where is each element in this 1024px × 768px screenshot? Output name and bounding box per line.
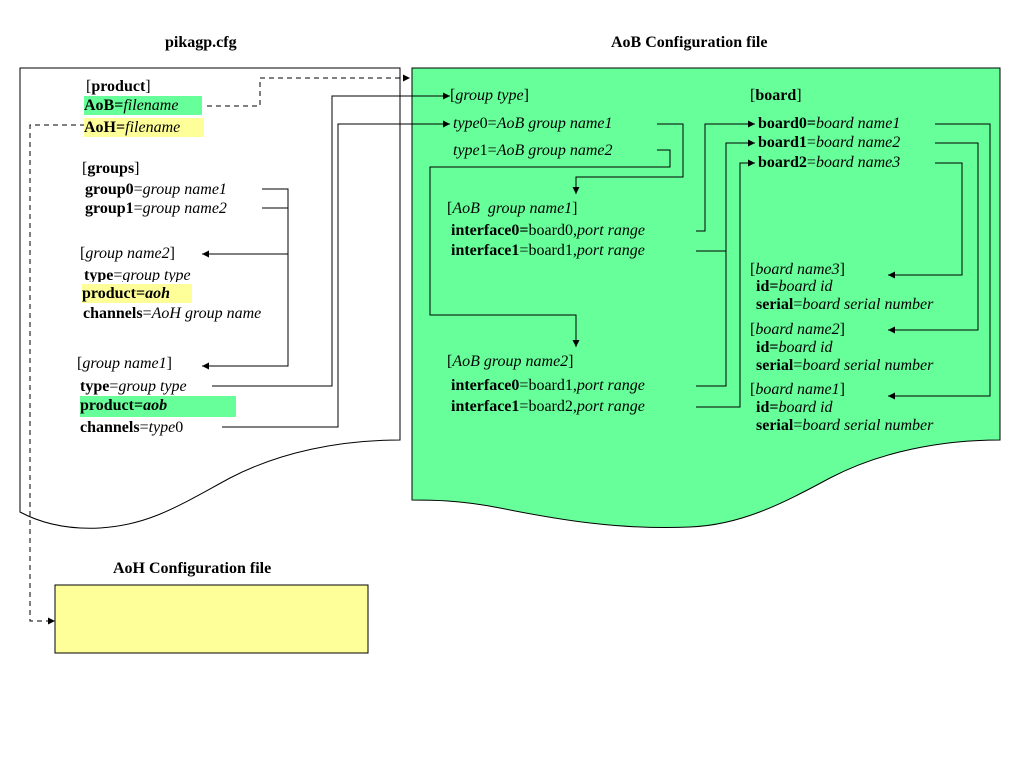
group-type-header: [group type]	[450, 87, 529, 104]
aob-group-name1-header: [AoB group name1]	[447, 200, 578, 217]
type1-line: type1=AoB group name2	[453, 142, 613, 159]
group0-line: group0=group name1	[85, 181, 227, 198]
type0-line: type0=AoB group name1	[453, 115, 613, 132]
pikagp-title: pikagp.cfg	[165, 34, 237, 51]
gn2-channels-line: channels=AoH group name	[83, 305, 262, 322]
bn1-id-line: id=board id	[756, 399, 833, 416]
connector-board2	[888, 162, 963, 279]
aoh-title: AoH Configuration file	[113, 560, 272, 577]
gn1-type-line: type=group type	[80, 378, 187, 395]
group-name1-header: [group name1]	[77, 355, 172, 372]
gn2-product-line: product=aoh	[82, 284, 192, 303]
connector-aob-filename	[207, 74, 410, 107]
connector-agn1-if0	[696, 120, 755, 232]
connector-channels-type0	[222, 120, 450, 428]
agn1-if0-line: interface0=board0,port range	[451, 222, 645, 239]
connector-type-grouptype	[212, 92, 450, 387]
board2-line: board2=board name3	[758, 154, 901, 171]
connector-agn2-if0	[696, 143, 727, 387]
agn2-if1-line: interface1=board2,port range	[451, 398, 645, 415]
board0-line: board0=board name1	[758, 115, 901, 132]
aob-document-shape	[411, 67, 1001, 529]
board1-line: board1=board name2	[758, 134, 901, 151]
bn2-serial-line: serial=board serial number	[756, 357, 934, 374]
bn3-id-line: id=board id	[756, 278, 833, 295]
bn2-id-line: id=board id	[756, 339, 833, 356]
bn3-serial-line: serial=board serial number	[756, 296, 934, 313]
aob-filename-line: AoB=filename	[84, 96, 202, 115]
gn1-product-line: product=aob	[80, 396, 236, 417]
connector-group0	[202, 188, 289, 370]
bn1-serial-line: serial=board serial number	[756, 417, 934, 434]
aob-title: AoB Configuration file	[611, 34, 768, 51]
agn2-if0-line: interface0=board1,port range	[451, 377, 645, 394]
connector-board0	[888, 123, 991, 400]
board-name2-header: [board name2]	[750, 321, 845, 338]
groups-header: [groups]	[82, 160, 140, 177]
aoh-file-box	[54, 584, 369, 654]
group1-line: group1=group name2	[85, 200, 227, 217]
pikagp-document-shape	[19, 67, 401, 529]
connector-type0-agn1	[572, 123, 684, 194]
connector-group1	[202, 207, 289, 258]
gn2-type-line: type=group type	[84, 267, 191, 282]
aob-group-name2-header: [AoB group name2]	[447, 353, 574, 370]
board-name3-header: [board name3]	[750, 261, 845, 278]
product-header: [product]	[86, 78, 151, 95]
board-header: [board]	[750, 87, 802, 104]
connector-board1	[888, 142, 979, 334]
connector-aoh-filename	[29, 124, 85, 625]
connector-type1-agn2	[429, 149, 671, 347]
connector-agn2-if1	[696, 159, 755, 408]
agn1-if1-line: interface1=board1,port range	[451, 242, 645, 259]
board-name1-header: [board name1]	[750, 381, 845, 398]
aoh-filename-line: AoH=filename	[84, 118, 204, 137]
group-name2-header: [group name2]	[80, 245, 175, 262]
gn1-channels-line: channels=type0	[80, 419, 184, 436]
